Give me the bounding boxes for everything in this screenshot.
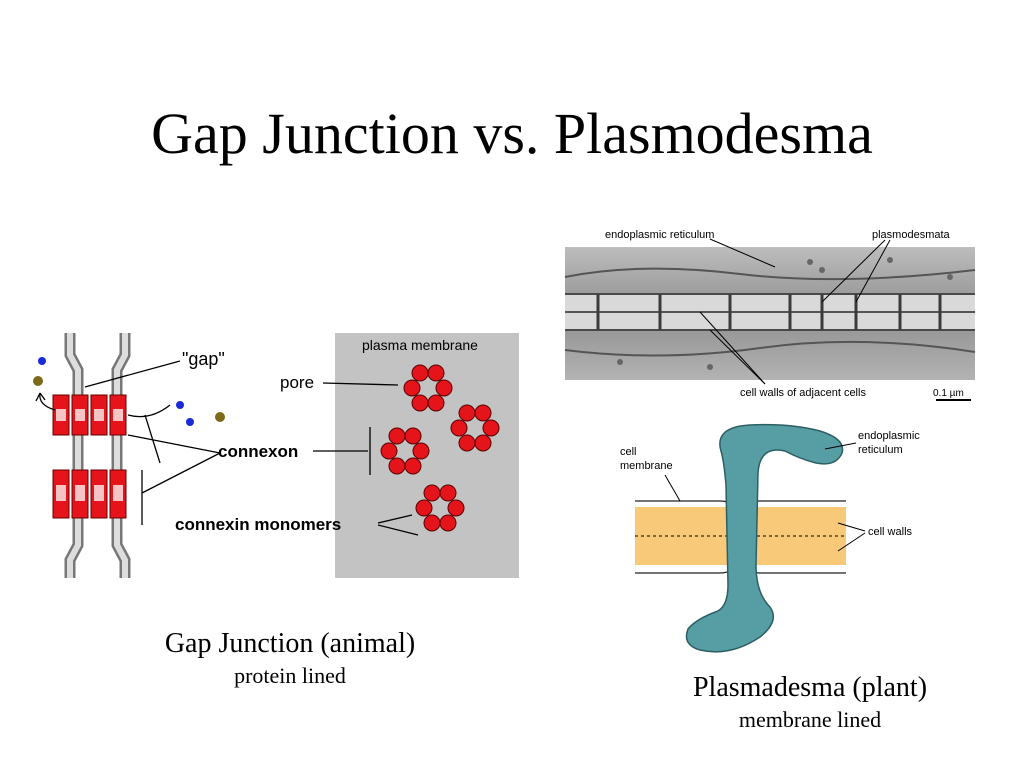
connexon-rosette (450, 404, 500, 452)
connexon-label: connexon (218, 442, 298, 461)
plasma-membrane-label: plasma membrane (362, 337, 478, 353)
gap-junction-caption: Gap Junction (animal) protein lined (90, 627, 490, 691)
er-label-line2: reticulum (858, 444, 903, 456)
connexon-rosette (415, 484, 465, 532)
gap-label: "gap" (182, 349, 225, 369)
connexon-rosette (403, 364, 453, 412)
gap-junction-caption-subtitle: protein lined (234, 663, 346, 688)
plasmodesmata-micrograph: endoplasmic reticulum plasmodesmata cell… (564, 229, 976, 401)
er-tube (685, 423, 844, 653)
scale-bar-label: 0.1 µm (933, 388, 964, 399)
connexin-monomers-label: connexin monomers (175, 515, 341, 534)
plasmodesma-diagram: cell membrane endoplasmic reticulum cell… (620, 423, 920, 653)
plasmodesma-caption-subtitle: membrane lined (738, 707, 882, 732)
cell-wall-left (635, 507, 728, 565)
cell-membrane-label-line1: cell (620, 446, 637, 458)
lower-connexons (52, 469, 127, 519)
molecule-blue (186, 418, 194, 426)
molecule-olive (33, 376, 43, 386)
molecule-blue (38, 357, 46, 365)
cell-membrane-label-line2: membrane (620, 460, 673, 472)
entry-arrow (127, 404, 171, 418)
upper-connexons (52, 394, 127, 436)
cell-walls-label: cell walls (868, 526, 913, 538)
er-label: endoplasmic reticulum (605, 229, 714, 241)
cell-walls-label: cell walls of adjacent cells (740, 387, 866, 399)
plasmodesma-caption-title: Plasmadesma (plant) (692, 672, 928, 703)
slide-title: Gap Junction vs. Plasmodesma (151, 101, 873, 166)
plasmodesma-caption: Plasmadesma (plant) membrane lined (610, 671, 1010, 735)
molecule-blue (176, 401, 184, 409)
er-label-line1: endoplasmic (858, 430, 920, 442)
connexon-rosette (380, 427, 430, 475)
passage-arrow (39, 392, 56, 411)
pore-label: pore (280, 373, 314, 392)
molecule-olive (215, 412, 225, 422)
gap-junction-diagram: "gap" connexon pore connexin monomers pl… (33, 333, 519, 578)
plasmodesmata-label: plasmodesmata (872, 229, 951, 241)
gap-junction-caption-title: Gap Junction (animal) (164, 628, 416, 659)
